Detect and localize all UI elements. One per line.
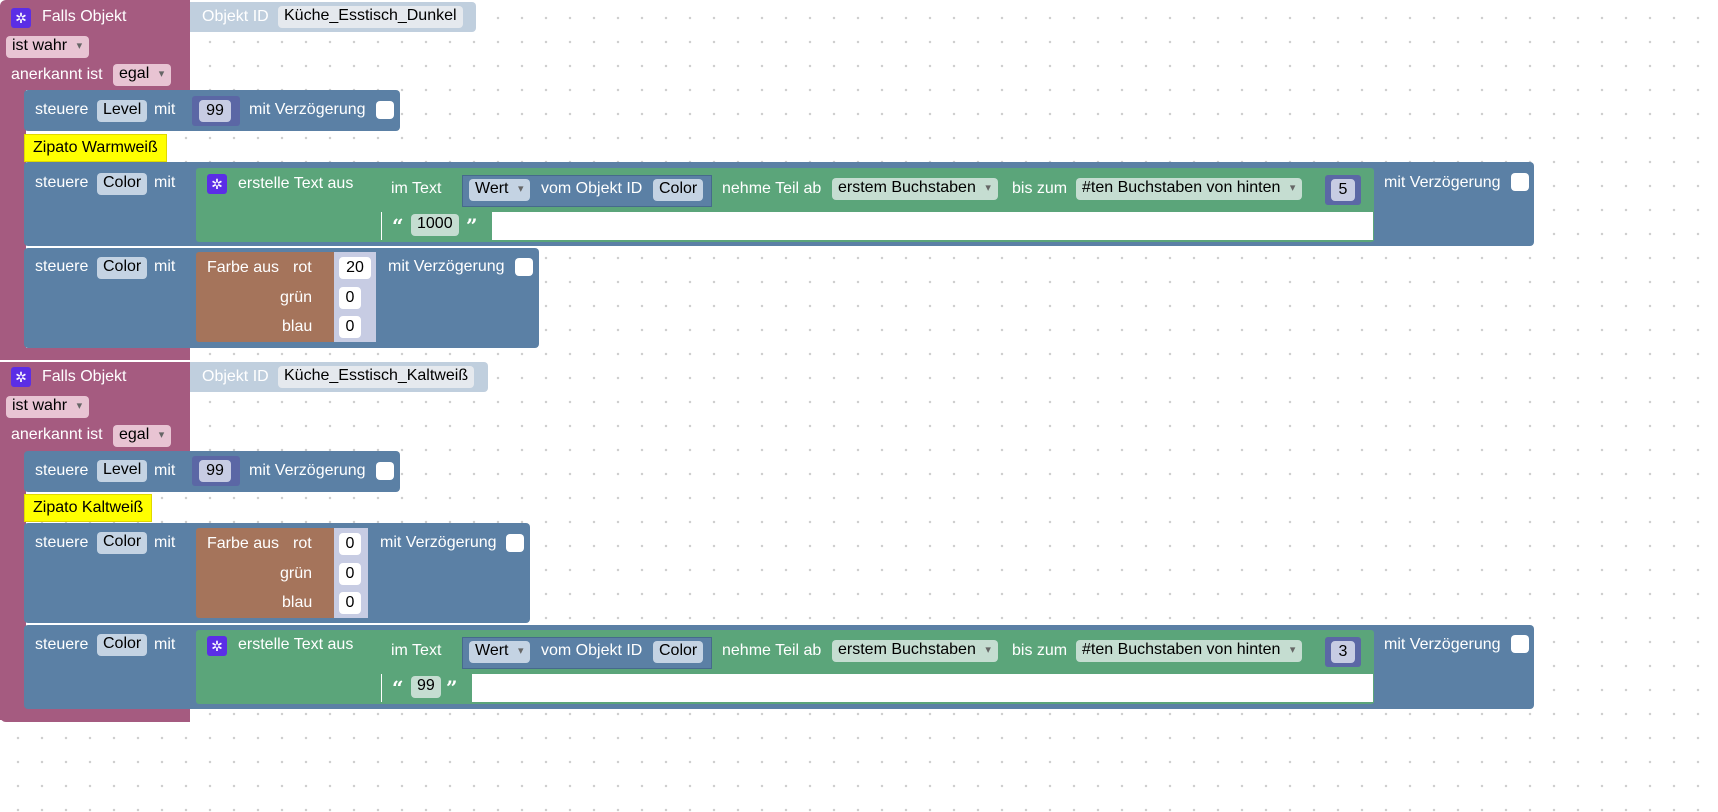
- steuere-label: steuere: [35, 636, 89, 653]
- text-input-slot: [380, 673, 1374, 703]
- farbe-aus-label: Farbe aus: [207, 535, 280, 552]
- anerkannt-dropdown[interactable]: egal: [113, 64, 172, 86]
- gruen-value[interactable]: 0: [339, 287, 361, 309]
- gruen-value[interactable]: 0: [339, 563, 361, 585]
- object-id-label: Objekt ID: [202, 368, 269, 385]
- nehme-teil-ab-label: nehme Teil ab: [722, 180, 822, 197]
- mit-label: mit: [154, 636, 176, 653]
- close-quote-icon: ”: [446, 676, 458, 700]
- event-block-footer: [0, 348, 190, 360]
- blau-value[interactable]: 0: [339, 316, 361, 338]
- anerkannt-dropdown[interactable]: egal: [113, 425, 172, 447]
- color-field[interactable]: Color: [97, 173, 148, 195]
- object-id-field[interactable]: Küche_Esstisch_Dunkel: [278, 6, 463, 28]
- event-block-spine: [0, 88, 26, 358]
- mit-verzoegerung-label: mit Verzögerung: [1384, 174, 1501, 191]
- wert-dropdown[interactable]: Wert: [469, 179, 531, 201]
- erstelle-text-label: erstelle Text aus: [238, 636, 354, 653]
- steuere-label: steuere: [35, 258, 89, 275]
- delay-checkbox[interactable]: [506, 534, 524, 552]
- mit-verzoegerung-label: mit Verzögerung: [1384, 636, 1501, 653]
- vom-objekt-id-label: vom Objekt ID: [541, 180, 643, 197]
- ist-wahr-dropdown[interactable]: ist wahr: [6, 396, 90, 418]
- level-field[interactable]: Level: [97, 100, 148, 122]
- text-value-field[interactable]: 1000: [411, 214, 459, 236]
- delay-checkbox[interactable]: [376, 101, 394, 119]
- blau-label: blau: [282, 318, 313, 335]
- vom-objekt-id-label: vom Objekt ID: [541, 642, 643, 659]
- color-object-field[interactable]: Color: [653, 641, 704, 663]
- end-dropdown[interactable]: #ten Buchstaben von hinten: [1076, 640, 1303, 662]
- event-block-1[interactable]: ✲ Falls Objekt Objekt ID Küche_Esstisch_…: [0, 0, 1534, 360]
- gruen-label: grün: [280, 289, 313, 306]
- color-field[interactable]: Color: [97, 532, 148, 554]
- text-input-slot: [380, 211, 1374, 241]
- steuere-label: steuere: [35, 101, 89, 118]
- delay-checkbox[interactable]: [1511, 635, 1529, 653]
- bis-zum-label: bis zum: [1012, 642, 1068, 659]
- ist-wahr-dropdown[interactable]: ist wahr: [6, 36, 90, 58]
- delay-checkbox[interactable]: [376, 462, 394, 480]
- event-block-spine: [0, 450, 26, 720]
- mit-label: mit: [154, 534, 176, 551]
- color-object-field[interactable]: Color: [653, 179, 704, 201]
- delay-checkbox[interactable]: [1511, 173, 1529, 191]
- im-text-label: im Text: [391, 642, 442, 659]
- object-id-label: Objekt ID: [202, 8, 269, 25]
- wert-dropdown[interactable]: Wert: [469, 641, 531, 663]
- object-id-field[interactable]: Küche_Esstisch_Kaltweiß: [278, 366, 475, 388]
- falls-objekt-label: Falls Objekt: [42, 368, 127, 385]
- color-field[interactable]: Color: [97, 634, 148, 656]
- mit-label: mit: [154, 174, 176, 191]
- close-quote-icon: ”: [466, 214, 478, 238]
- bis-zum-label: bis zum: [1012, 180, 1068, 197]
- start-dropdown[interactable]: erstem Buchstaben: [832, 178, 998, 200]
- mit-verzoegerung-label: mit Verzögerung: [249, 462, 366, 479]
- farbe-aus-label: Farbe aus: [207, 259, 280, 276]
- comment-label: Zipato Warmweiß: [24, 134, 167, 162]
- mit-label: mit: [154, 258, 176, 275]
- mit-verzoegerung-label: mit Verzögerung: [249, 101, 366, 118]
- steuere-label: steuere: [35, 174, 89, 191]
- delay-checkbox[interactable]: [515, 258, 533, 276]
- steuere-label: steuere: [35, 534, 89, 551]
- mit-verzoegerung-label: mit Verzögerung: [388, 258, 505, 275]
- mit-verzoegerung-label: mit Verzögerung: [380, 534, 497, 551]
- settings-gear-icon[interactable]: ✲: [207, 174, 227, 194]
- mit-label: mit: [154, 101, 176, 118]
- erstelle-text-label: erstelle Text aus: [238, 175, 354, 192]
- anerkannt-ist-label: anerkannt ist: [11, 66, 103, 83]
- blau-label: blau: [282, 594, 313, 611]
- rot-label: rot: [293, 535, 312, 552]
- level-value[interactable]: 99: [199, 100, 231, 122]
- level-value[interactable]: 99: [199, 460, 231, 482]
- event-block-footer: [0, 708, 190, 722]
- substring-value[interactable]: 3: [1331, 641, 1355, 663]
- nehme-teil-ab-label: nehme Teil ab: [722, 642, 822, 659]
- anerkannt-ist-label: anerkannt ist: [11, 426, 103, 443]
- settings-gear-icon[interactable]: ✲: [207, 636, 227, 656]
- falls-objekt-label: Falls Objekt: [42, 8, 127, 25]
- comment-label: Zipato Kaltweiß: [24, 494, 153, 522]
- start-dropdown[interactable]: erstem Buchstaben: [832, 640, 998, 662]
- settings-gear-icon[interactable]: ✲: [11, 8, 31, 28]
- event-block-2[interactable]: ✲ Falls Objekt Objekt ID Küche_Esstisch_…: [0, 0, 1534, 722]
- im-text-label: im Text: [391, 180, 442, 197]
- open-quote-icon: “: [392, 676, 404, 700]
- substring-value[interactable]: 5: [1331, 179, 1355, 201]
- open-quote-icon: “: [392, 214, 404, 238]
- steuere-label: steuere: [35, 462, 89, 479]
- rot-value[interactable]: 20: [339, 257, 371, 279]
- end-dropdown[interactable]: #ten Buchstaben von hinten: [1076, 178, 1303, 200]
- settings-gear-icon[interactable]: ✲: [11, 367, 31, 387]
- gruen-label: grün: [280, 565, 313, 582]
- blau-value[interactable]: 0: [339, 592, 361, 614]
- rot-label: rot: [293, 259, 312, 276]
- mit-label: mit: [154, 462, 176, 479]
- color-field[interactable]: Color: [97, 257, 148, 279]
- text-value-field[interactable]: 99: [411, 676, 441, 698]
- rot-value[interactable]: 0: [339, 533, 361, 555]
- level-field[interactable]: Level: [97, 460, 148, 482]
